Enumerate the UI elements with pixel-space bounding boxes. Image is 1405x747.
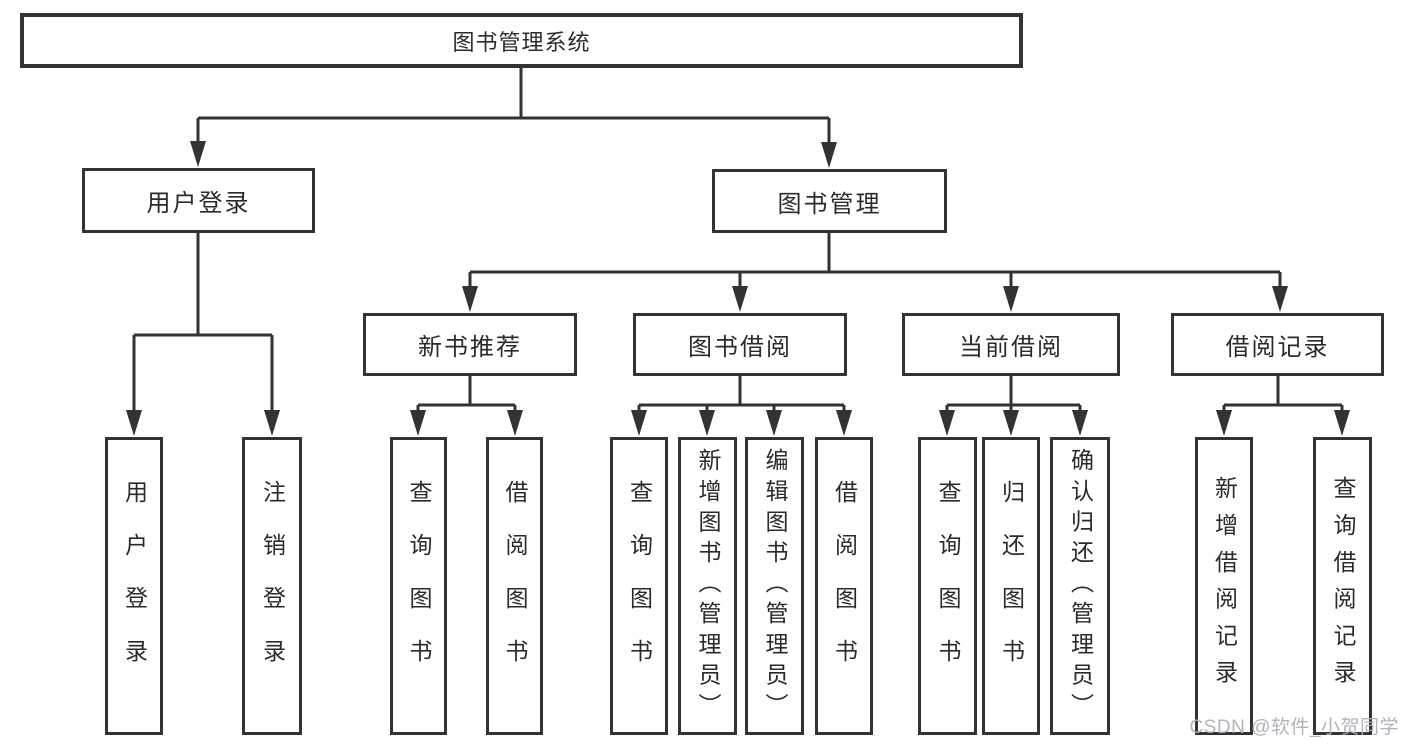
node-current-borrow: 当前借阅	[902, 313, 1120, 376]
arrowhead	[939, 410, 955, 436]
node-root-library-system: 图书管理系统	[20, 13, 1023, 68]
arrowhead	[410, 410, 426, 436]
arrowhead	[462, 286, 478, 312]
connector-root-to-level2	[196, 68, 831, 147]
leaf-return-books: 归还图书	[982, 437, 1040, 735]
leaf-borrow-books: 借阅图书	[486, 437, 543, 735]
arrowhead	[821, 142, 837, 168]
leaf-confirm-return-admin: 确认归还（管理员）	[1050, 437, 1110, 735]
connector-new-book-children	[416, 376, 517, 414]
connector-current-borrow-children	[945, 376, 1082, 414]
arrowhead	[1003, 410, 1019, 436]
leaf-query-books: 查询图书	[610, 437, 668, 735]
leaf-label: 用户登录	[121, 480, 148, 692]
leaf-label: 归还图书	[998, 480, 1025, 692]
node-user-login: 用户登录	[82, 168, 315, 233]
connector-user-login-children	[132, 233, 274, 412]
arrowhead	[766, 410, 782, 436]
arrowhead	[1072, 410, 1088, 436]
leaf-label: 注销登录	[259, 480, 286, 692]
arrowhead	[507, 410, 523, 436]
arrowhead	[1216, 410, 1232, 436]
leaf-borrow-books: 借阅图书	[815, 437, 873, 735]
leaf-label: 借阅图书	[502, 480, 528, 692]
node-book-borrow: 图书借阅	[633, 313, 847, 376]
leaf-label: 确认归还（管理员）	[1067, 448, 1094, 724]
arrowhead	[732, 286, 748, 312]
node-label: 新书推荐	[418, 334, 522, 361]
leaf-logout: 注销登录	[242, 437, 302, 735]
leaf-label: 查询图书	[626, 480, 653, 692]
connector-book-management-children	[468, 233, 1282, 290]
arrowhead	[126, 410, 142, 436]
node-label: 当前借阅	[959, 334, 1063, 361]
node-label: 图书借阅	[688, 334, 792, 361]
arrowhead	[190, 141, 206, 167]
leaf-query-books: 查询图书	[390, 437, 447, 735]
leaf-query-borrow-record: 查询借阅记录	[1313, 437, 1372, 735]
arrowhead	[631, 410, 647, 436]
connector-records-children	[1222, 376, 1344, 414]
arrowhead	[836, 410, 852, 436]
leaf-label: 新增借阅记录	[1211, 475, 1238, 697]
node-label: 借阅记录	[1225, 334, 1330, 361]
node-label: 用户登录	[146, 190, 251, 217]
node-new-book-recommend: 新书推荐	[363, 313, 577, 376]
leaf-label: 查询图书	[406, 480, 432, 692]
node-label: 图书管理	[777, 190, 882, 218]
leaf-add-books-admin: 新增图书（管理员）	[678, 437, 737, 735]
leaf-label: 编辑图书（管理员）	[762, 448, 788, 724]
leaf-query-books: 查询图书	[918, 437, 977, 735]
leaf-label: 借阅图书	[831, 480, 858, 692]
leaf-edit-books-admin: 编辑图书（管理员）	[745, 437, 804, 735]
arrowhead	[1272, 286, 1288, 312]
leaf-label: 查询借阅记录	[1330, 475, 1356, 697]
arrowhead	[264, 410, 280, 436]
csdn-watermark: CSDN @软件_小贺同学	[1189, 717, 1399, 738]
node-label: 图书管理系统	[452, 29, 591, 55]
node-borrow-records: 借阅记录	[1171, 313, 1384, 376]
connector-book-borrow-children	[637, 376, 846, 414]
leaf-user-login: 用户登录	[105, 437, 163, 735]
arrowhead	[1003, 286, 1019, 312]
arrowhead	[699, 410, 715, 436]
arrowhead	[1334, 410, 1350, 436]
leaf-label: 新增图书（管理员）	[695, 448, 721, 724]
node-book-management: 图书管理	[712, 169, 947, 233]
leaf-label: 查询图书	[935, 480, 961, 692]
leaf-add-borrow-record: 新增借阅记录	[1195, 437, 1253, 735]
arrowheads	[126, 141, 1350, 436]
